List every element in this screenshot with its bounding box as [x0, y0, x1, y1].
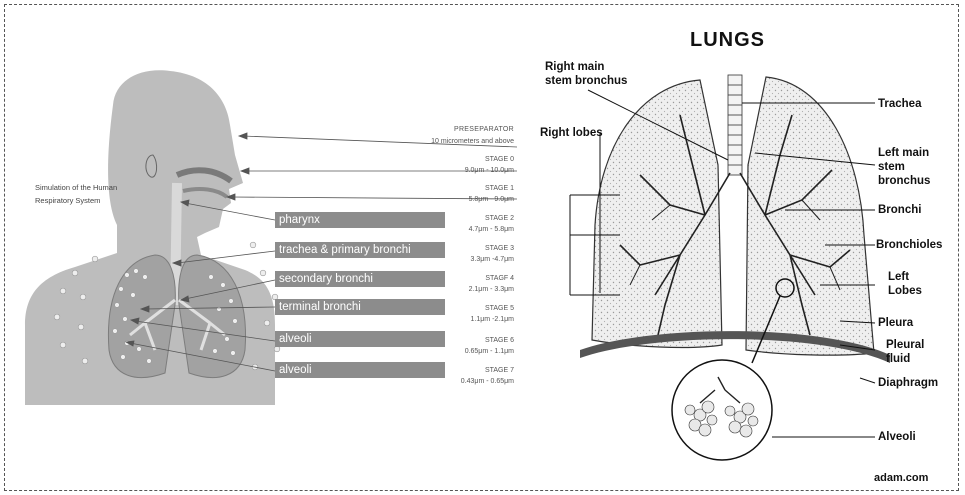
label-line: Right main	[545, 60, 627, 74]
label-right-main-stem-bronchus: Right main stem bronchus	[545, 60, 627, 88]
region-alveoli-1: alveoli	[275, 331, 445, 347]
credit-text: adam.com	[874, 472, 928, 484]
label-pleura: Pleura	[878, 316, 913, 330]
preseparator-range: 10 micrometers and above	[431, 138, 514, 145]
stage-6: STAGE 6 0.65μm - 1.1μm	[465, 335, 514, 357]
stage-label: STAGE 0	[465, 154, 514, 165]
label-bronchioles: Bronchioles	[876, 238, 942, 252]
label-diaphragm: Diaphragm	[878, 376, 938, 390]
stage-label: STAGE 1	[469, 183, 514, 194]
label-left-lobes: Left Lobes	[888, 270, 922, 298]
label-trachea: Trachea	[878, 97, 921, 111]
stage-range: 1.1μm -2.1μm	[471, 314, 514, 325]
stage-4: STAGF 4 2.1μm - 3.3μm	[469, 273, 514, 295]
stage-2: STAGE 2 4.7μm - 5.8μm	[469, 213, 514, 235]
stage-7: STAGE 7 0.43μm - 0.65μm	[461, 365, 514, 387]
stage-range: 4.7μm - 5.8μm	[469, 224, 514, 235]
label-line: Left main	[878, 146, 930, 160]
region-secondary-bronchi: secondary bronchi	[275, 271, 445, 287]
label-bronchi: Bronchi	[878, 203, 921, 217]
label-right-lobes: Right lobes	[540, 126, 603, 140]
trachea-rings	[728, 75, 742, 175]
label-line: fluid	[886, 352, 924, 366]
stage-range: 0.43μm - 0.65μm	[461, 376, 514, 387]
label-line: stem	[878, 160, 930, 174]
label-line: Lobes	[888, 284, 922, 298]
stage-1: STAGE 1 5.8μm - 9.0μm	[469, 183, 514, 205]
region-trachea-primary-bronchi: trachea & primary bronchi	[275, 242, 445, 258]
stage-range: 9.0μm - 10.0μm	[465, 165, 514, 176]
stage-label: STAGE 2	[469, 213, 514, 224]
stage-5: STAGE 5 1.1μm -2.1μm	[471, 303, 514, 325]
human-silhouette-diagram	[5, 5, 540, 490]
label-line: bronchus	[878, 174, 930, 188]
stage-3: STAGE 3 3.3μm -4.7μm	[471, 243, 514, 265]
label-line: Left	[888, 270, 922, 284]
stage-range: 3.3μm -4.7μm	[471, 254, 514, 265]
stage-label: STAGE 7	[461, 365, 514, 376]
stage-label: STAGE 3	[471, 243, 514, 254]
stage-range: 2.1μm - 3.3μm	[469, 284, 514, 295]
stage-range: 5.8μm - 9.0μm	[469, 194, 514, 205]
stage-label: STAGE 6	[465, 335, 514, 346]
lungs-anatomy-panel: LUNGS	[540, 5, 960, 490]
stage-range: 0.65μm - 1.1μm	[465, 346, 514, 357]
region-terminal-bronchi: terminal bronchi	[275, 299, 445, 315]
label-line: Pleural	[886, 338, 924, 352]
stage-0: STAGE 0 9.0μm - 10.0μm	[465, 154, 514, 176]
label-line: stem bronchus	[545, 74, 627, 88]
respiratory-simulation-panel: Simulation of the Human Respiratory Syst…	[5, 5, 540, 490]
label-pleural-fluid: Pleural fluid	[886, 338, 924, 366]
label-alveoli: Alveoli	[878, 430, 916, 444]
simulation-caption: Simulation of the Human Respiratory Syst…	[35, 181, 125, 207]
preseparator-label: PRESEPARATOR	[454, 126, 514, 133]
label-left-main-stem-bronchus: Left main stem bronchus	[878, 146, 930, 188]
region-pharynx: pharynx	[275, 212, 445, 228]
stage-label: STAGF 4	[469, 273, 514, 284]
region-alveoli-2: alveoli	[275, 362, 445, 378]
stage-label: STAGE 5	[471, 303, 514, 314]
